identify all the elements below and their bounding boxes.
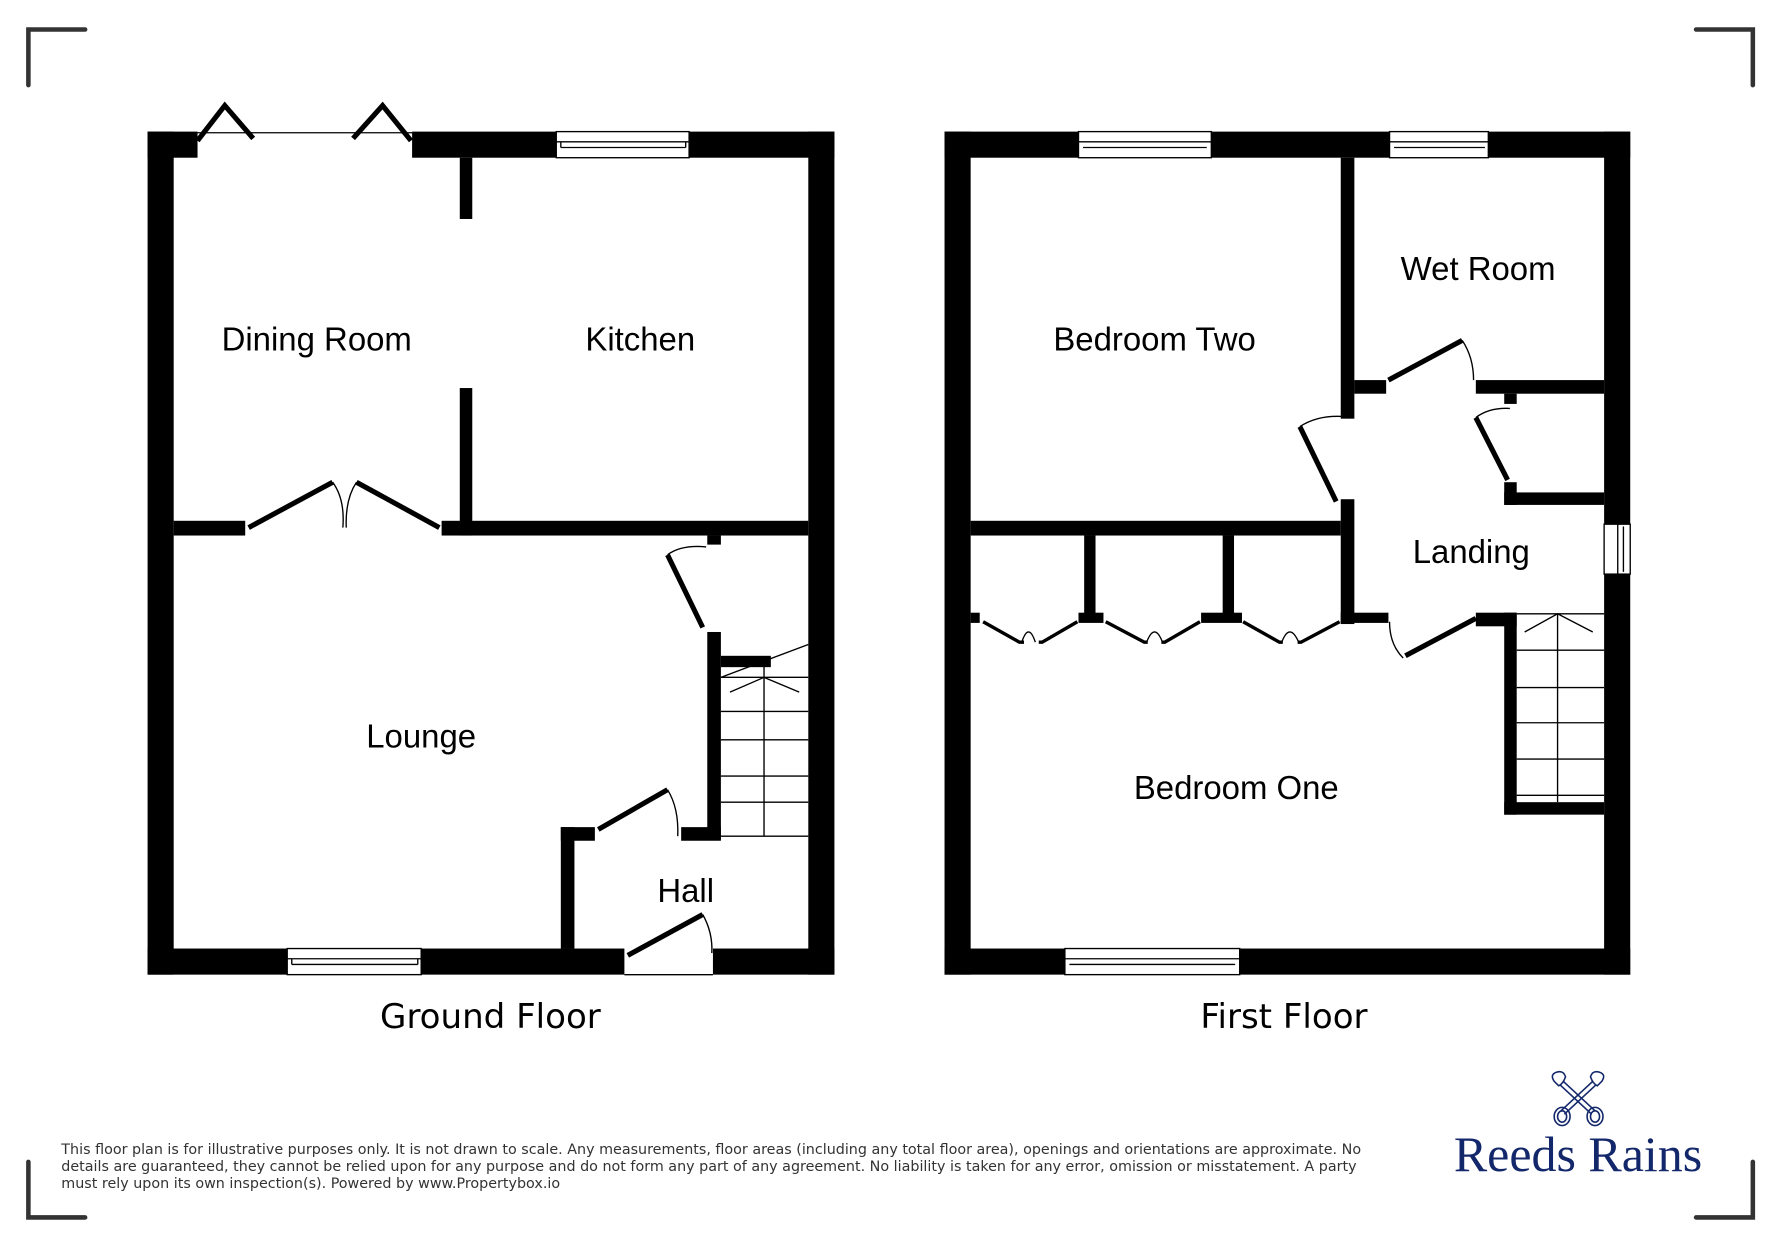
disclaimer: This floor plan is for illustrative purp… (60, 1142, 1361, 1192)
wall (970, 612, 980, 623)
crop-brackets (26, 27, 1756, 1220)
ground-floor-plan: Dining Room Kitchen Lounge Hall Ground F… (147, 101, 835, 1037)
wall (944, 948, 1631, 975)
wall (1475, 380, 1605, 394)
floor-label-first: First Floor (1200, 997, 1367, 1037)
wall (1340, 499, 1355, 625)
window (1064, 947, 1241, 976)
room-label-landing: Landing (1413, 533, 1530, 570)
bracket-bottom-left (26, 1159, 88, 1220)
room-label-hall: Hall (657, 872, 714, 909)
wall (681, 827, 721, 841)
crossed-keys-icon (1551, 1070, 1605, 1127)
wall (1340, 157, 1355, 419)
window (1603, 523, 1631, 575)
wall (1504, 393, 1517, 404)
wall (707, 631, 721, 840)
disclaimer-line: must rely upon its own inspection(s). Po… (61, 1176, 560, 1192)
room-label-dining-room: Dining Room (222, 321, 412, 358)
wall (459, 157, 473, 219)
staircase (1516, 613, 1605, 803)
room-label-bedroom-one: Bedroom One (1134, 769, 1339, 806)
brand-name: Reeds Rains (1454, 1127, 1702, 1182)
wall (560, 827, 575, 949)
wall (808, 131, 835, 975)
room-label-wet-room: Wet Room (1401, 250, 1556, 287)
wall (459, 388, 473, 536)
wardrobe-doors (982, 620, 1341, 644)
wall (720, 655, 771, 668)
wall (944, 131, 971, 975)
wall (1604, 574, 1631, 975)
disclaimer-line: details are guaranteed, they cannot be r… (61, 1159, 1357, 1175)
wall (1201, 612, 1242, 623)
bracket-top-right (1693, 27, 1756, 88)
room-label-lounge: Lounge (366, 718, 476, 755)
wall (944, 131, 1631, 158)
wall (147, 131, 198, 158)
room-label-kitchen: Kitchen (585, 321, 695, 358)
wall (1078, 612, 1104, 623)
wall (1222, 535, 1235, 615)
wall (707, 535, 721, 545)
bifold-door (351, 101, 413, 143)
wall (441, 520, 809, 536)
disclaimer-line: This floor plan is for illustrative purp… (60, 1142, 1361, 1158)
wall (560, 827, 595, 841)
wall (1604, 131, 1631, 525)
wall (970, 520, 1341, 536)
first-floor-plan: Bedroom Two Wet Room Landing Bedroom One… (944, 130, 1631, 1037)
room-label-bedroom-two: Bedroom Two (1053, 321, 1255, 358)
wall (1084, 535, 1096, 615)
window (1388, 130, 1490, 159)
window (1077, 130, 1212, 159)
window (286, 947, 422, 976)
floor-label-ground: Ground Floor (380, 997, 601, 1037)
wall (173, 520, 246, 536)
wall (147, 131, 174, 975)
wall (1504, 802, 1605, 815)
bracket-bottom-right (1693, 1159, 1756, 1220)
bifold-door (195, 101, 256, 143)
brand-logo: Reeds Rains (1454, 1070, 1702, 1182)
bracket-top-left (26, 27, 88, 88)
staircase (720, 643, 809, 837)
wall (1340, 612, 1389, 623)
window (555, 130, 690, 159)
wall (712, 948, 835, 975)
wall (1354, 380, 1387, 394)
wall (1504, 492, 1605, 505)
wall (1504, 612, 1517, 815)
